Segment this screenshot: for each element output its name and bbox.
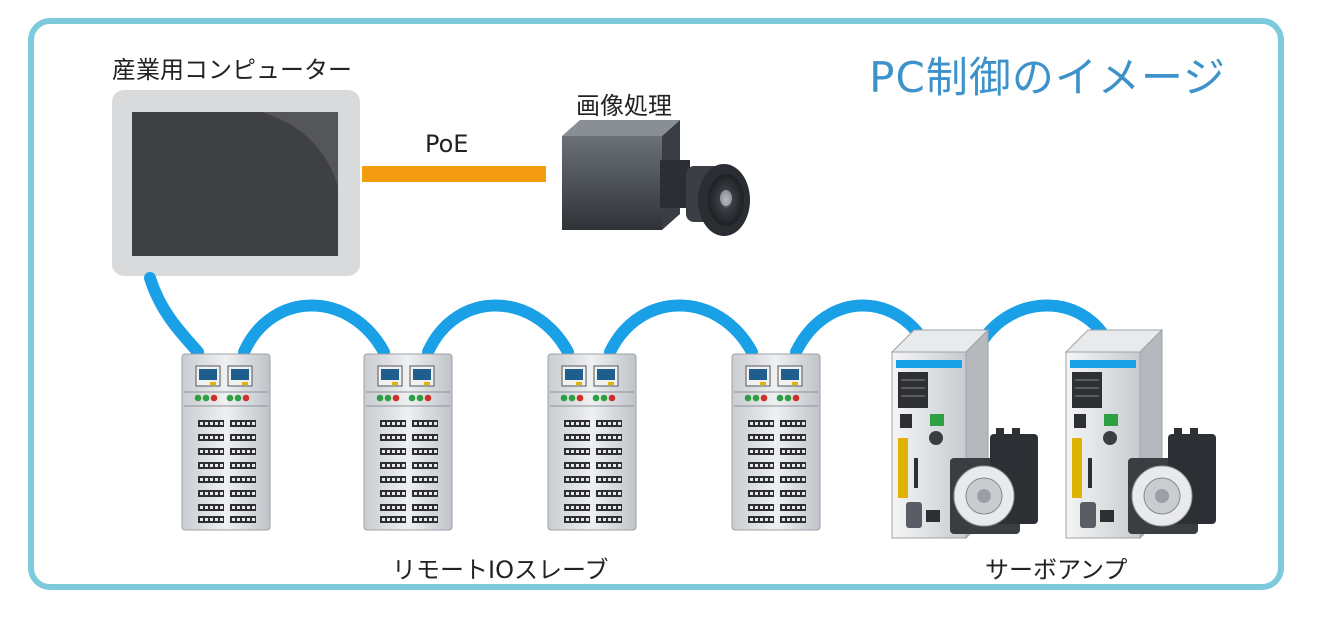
remote-io-module-3 [547, 353, 637, 531]
diagram-frame [28, 18, 1284, 590]
image-processing-label: 画像処理 [576, 92, 672, 120]
poe-label: PoE [425, 130, 469, 158]
poe-cable [362, 166, 546, 182]
remote-io-module-4 [731, 353, 821, 531]
remote-io-module-2 [363, 353, 453, 531]
diagram-title: PC制御のイメージ [869, 53, 1226, 102]
industrial-pc-label: 産業用コンピューター [112, 56, 352, 84]
industrial-pc [112, 90, 360, 276]
servo-amp-label: サーボアンプ [985, 556, 1128, 584]
camera [562, 120, 750, 236]
remote-io-module-1 [181, 353, 271, 531]
remote-io-label: リモートIOスレーブ [392, 556, 609, 584]
